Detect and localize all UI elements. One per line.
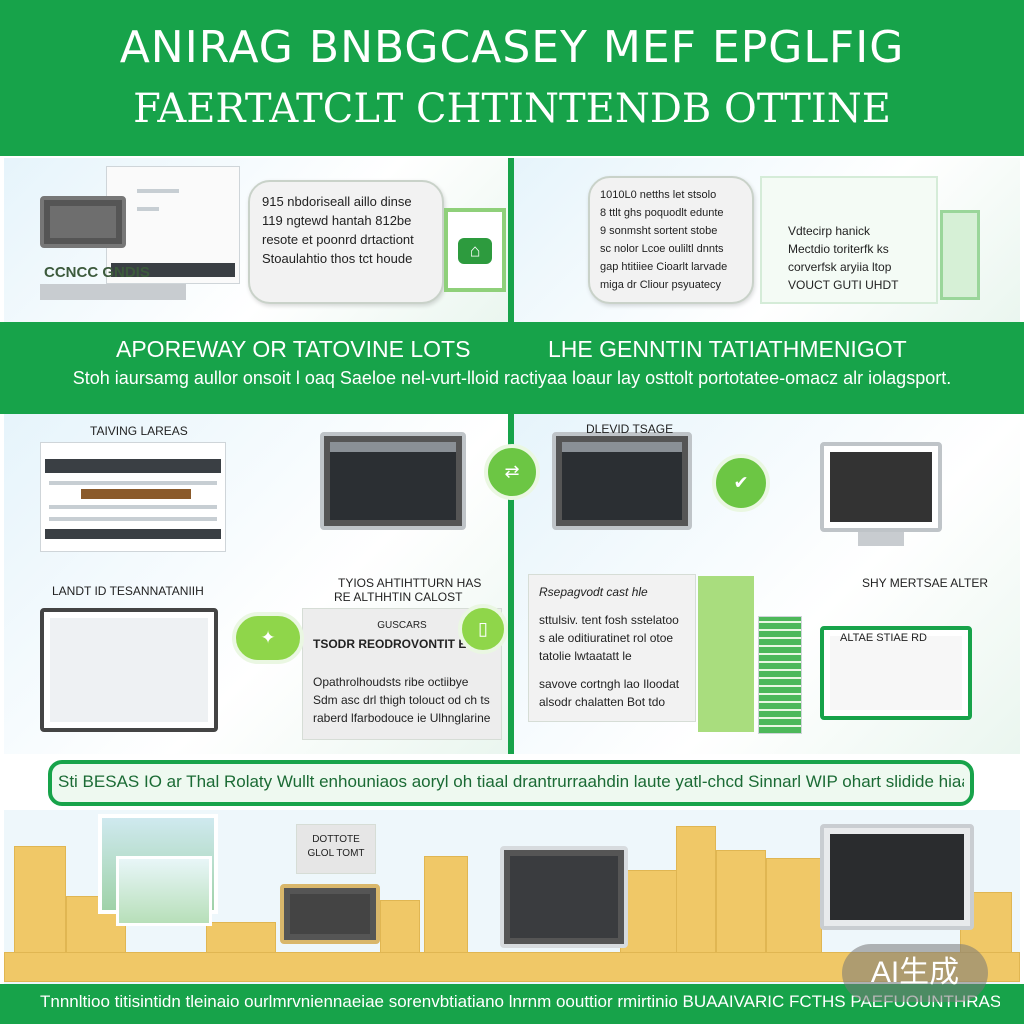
middle-banner [0, 322, 1024, 414]
lower-divider [508, 414, 514, 754]
summary-pill-text: Sti BESAS IO ar Thal Rolaty Wullt enhoun… [58, 772, 964, 791]
dome-icon: ⌂ [458, 238, 492, 264]
note-label-1: TYIOS AHTIHTTURN HAS [338, 576, 482, 590]
green-timeline-graphic [698, 576, 754, 732]
top-right-speech-bubble: 1010L0 netths let stsolo 8 ttlt ghs poqu… [588, 176, 754, 304]
green-tablet-graphic: ⌂ [444, 208, 506, 292]
laptop-graphic-3 [552, 432, 692, 530]
photo-frame-graphic [116, 856, 212, 926]
top-right-info-card: Vdtecirp hanick Mectdio toriterfk ks cor… [760, 176, 938, 304]
doc-bottom-label: LANDT ID TESANNATANIIH [52, 584, 204, 598]
green-doc-icon: ▯ [458, 604, 508, 654]
green-check-icon: ✔ [712, 454, 770, 512]
window-mockup [106, 166, 240, 284]
monitor-label: CCNCC GNDIS [44, 264, 150, 281]
keyboard-graphic [40, 284, 186, 300]
desktop-stand [858, 532, 904, 546]
page-title: ANIRAG BNBGCASEY MEF EPGLFIG [119, 22, 905, 73]
laptop-graphic-2 [40, 608, 218, 732]
middle-right-title: LHE GENNTIN TATIATHMENIGOT [548, 336, 907, 362]
green-framed-screen [820, 626, 972, 720]
middle-left-title: APOREWAY OR TATOVINE LOTS [116, 336, 471, 362]
monitor-graphic [40, 196, 126, 248]
doc-top-label: TAIVING LAREAS [90, 424, 188, 438]
laptop-graphic-1 [320, 432, 466, 530]
desktop-screen-graphic [820, 824, 974, 930]
green-leaf-icon: ✦ [232, 612, 304, 664]
framed-screen-label: ALTAE STIAE RD [840, 632, 928, 644]
top-divider [508, 158, 514, 322]
desktop-monitor-graphic [820, 442, 942, 532]
spreadsheet-document [40, 442, 226, 552]
large-screen-graphic [500, 846, 628, 948]
right-doc-label: DLEVID TSAGE [586, 422, 674, 436]
green-link-icon: ⇄ [484, 444, 540, 500]
header-banner [0, 0, 1024, 156]
middle-subtitle: Stoh iaursamg aullor onsoit l oaq Saeloe… [72, 368, 952, 388]
tablet-graphic [280, 884, 380, 944]
street-sign: DOTTOTE GLOL TOMT [296, 824, 376, 874]
top-left-speech-bubble: 915 nbdoriseall aillo dinse 119 ngtewd h… [248, 180, 444, 304]
note-label-2: RE ALTHHTIN CALOST [334, 590, 463, 604]
green-grid-graphic [758, 616, 802, 734]
footer-text: Tnnnltioo titisintidn tleinaio ourlmrvni… [40, 992, 1000, 1011]
right-note-label: SHY MERTSAE ALTER [862, 576, 989, 590]
lower-right-info-card: Rsepagvodt cast hle sttulsiv. tent fosh … [528, 574, 696, 722]
ai-generated-badge: AI生成 [842, 944, 988, 1002]
summary-pill [48, 760, 974, 806]
page-subtitle: FAERTATCLT CHTINTENDB OTTINE [133, 86, 891, 132]
green-frame-graphic [940, 210, 980, 300]
